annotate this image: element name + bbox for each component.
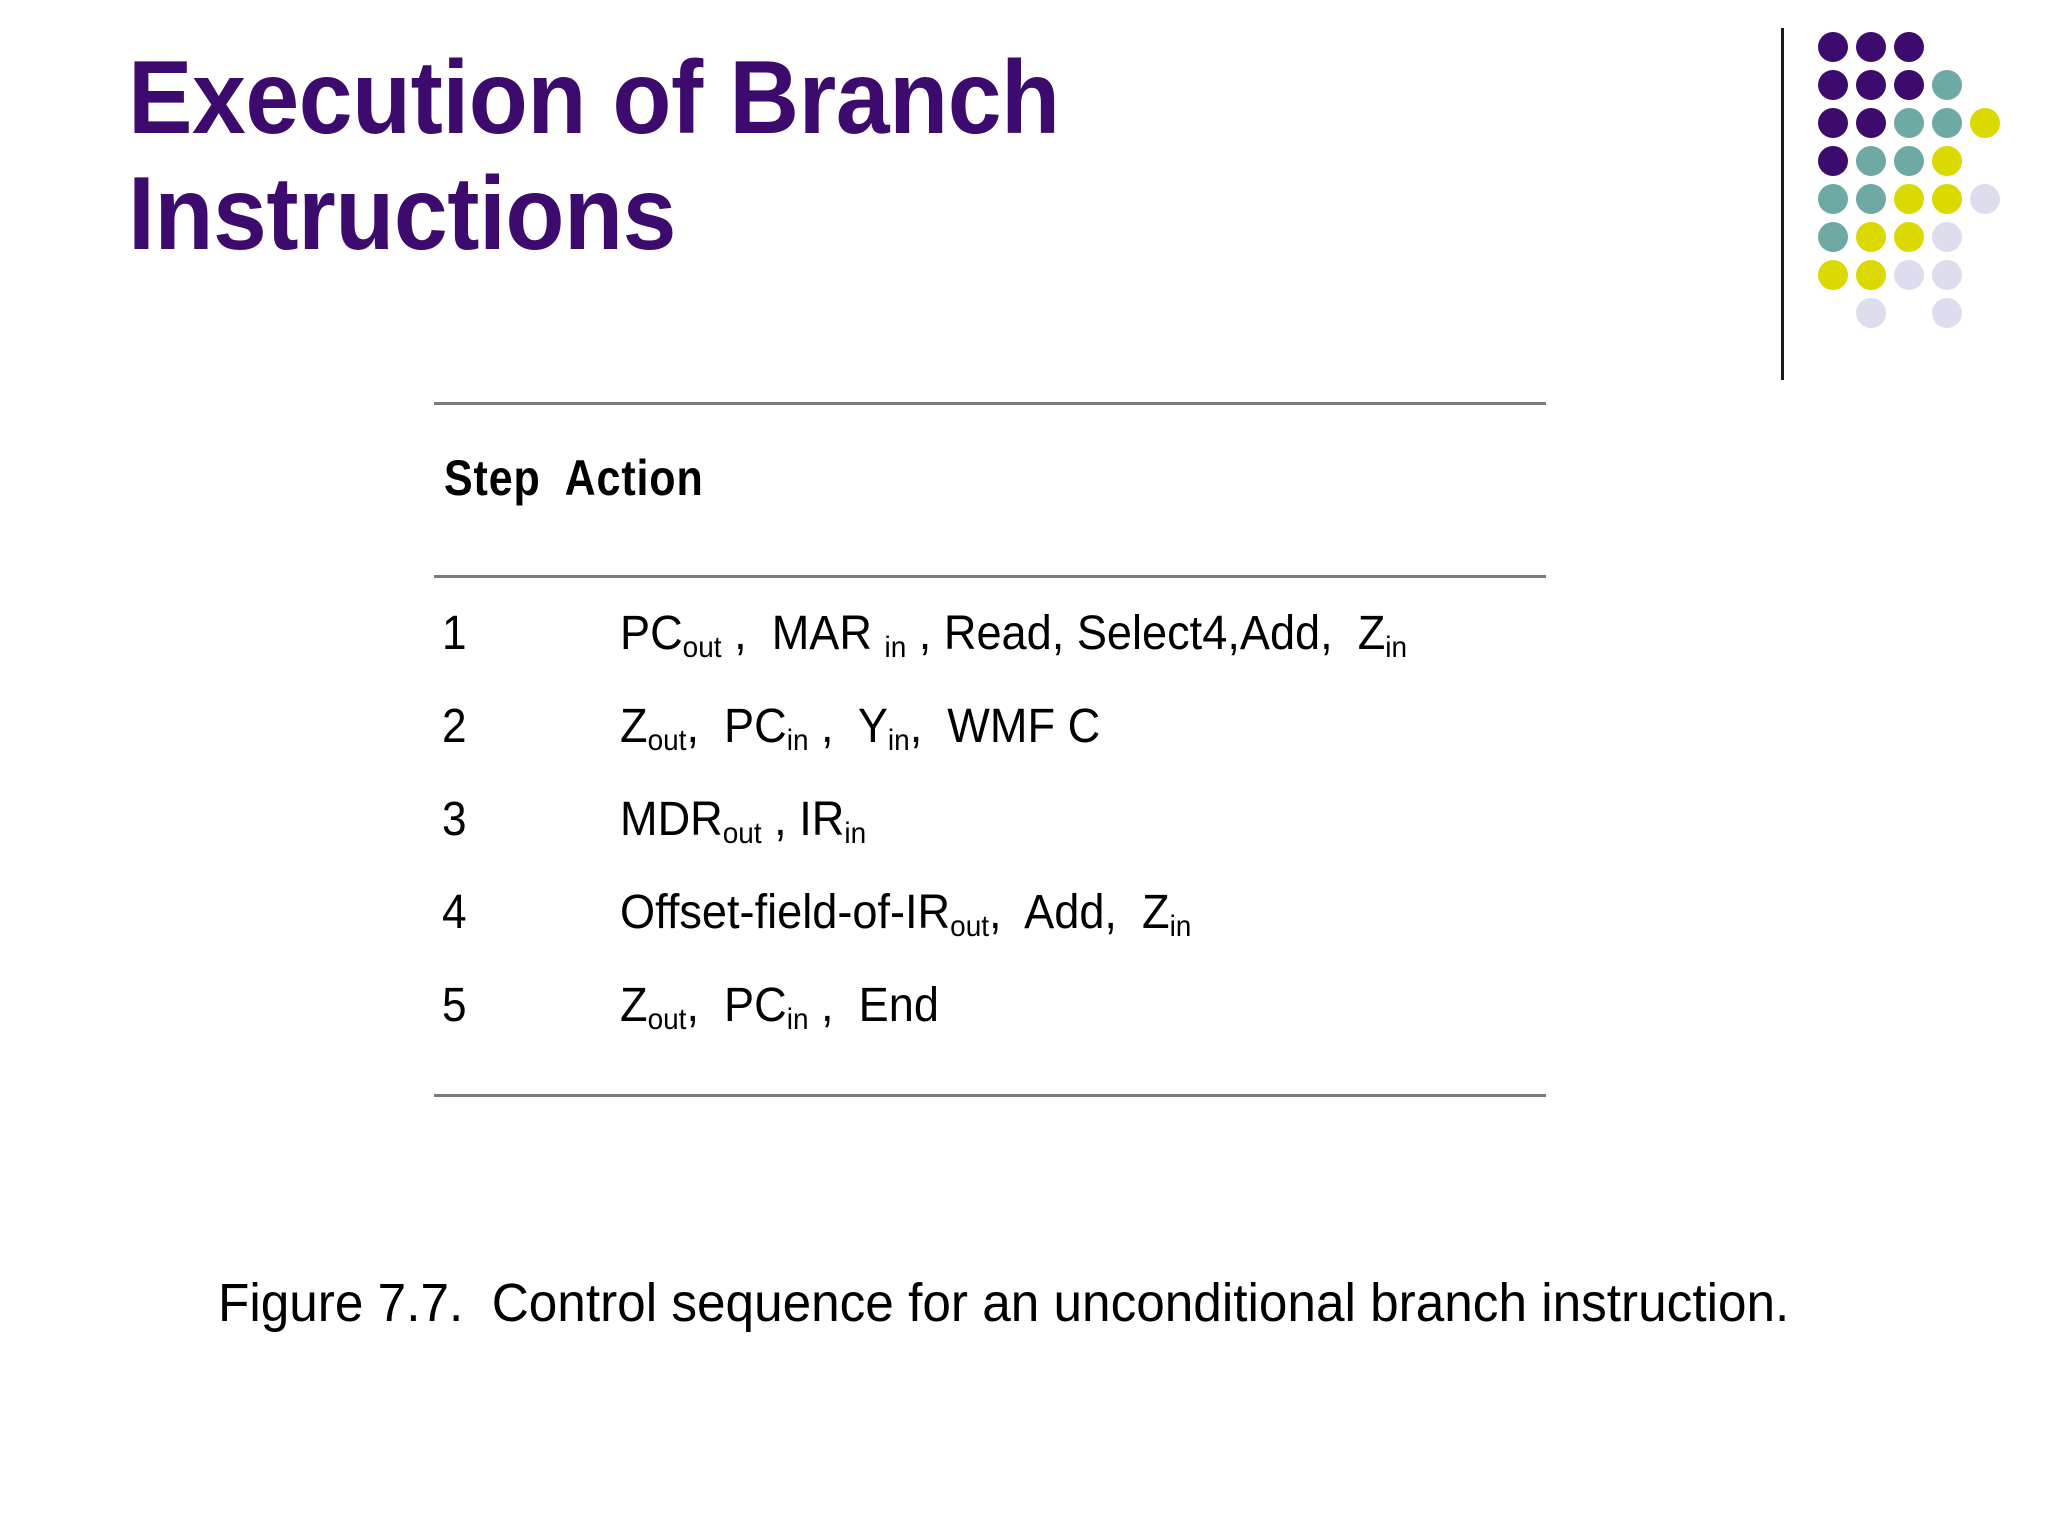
figure-caption: Figure 7.7. Control sequence for an unco… [218,1273,1790,1333]
logo-dot-teal [1932,70,1962,100]
table-rule-bottom [434,1094,1546,1097]
logo-divider-line [1781,28,1784,380]
action-subscript: out [722,816,762,850]
logo-dot-yellow [1970,108,2000,138]
action-subscript: in [1385,630,1408,664]
dot-matrix-logo-icon [1818,32,2038,372]
action-subscript: out [682,630,722,664]
logo-dot-teal [1818,222,1848,252]
action-text: Z [620,700,648,753]
action-text: PC [620,607,683,660]
action-text: Z [620,979,648,1032]
action-text: , Y [808,700,888,753]
logo-dot-purple [1856,32,1886,62]
table-header-label: Step Action [444,450,704,506]
action-subscript: in [884,630,907,664]
table-rule-top [434,402,1546,405]
logo-dot-lavender [1932,222,1962,252]
table-cell-action: MDRout , IRin [620,792,867,850]
table-cell-step: 5 [442,979,467,1032]
logo-dot-yellow [1894,222,1924,252]
logo-dot-purple [1856,108,1886,138]
logo-dot-purple [1818,108,1848,138]
table-cell-action: Zout, PCin , End [620,978,939,1036]
table-rule-middle [434,575,1546,578]
action-text: , MAR [721,607,885,660]
table-cell-step: 4 [442,886,467,939]
action-text: Offset-field-of-IR [620,886,951,939]
table-row: 3 MDRout , IRin [434,786,1546,879]
logo-dot-teal [1894,108,1924,138]
logo-dot-yellow [1932,184,1962,214]
logo-dot-lavender [1970,184,2000,214]
action-text: , PC [686,700,787,753]
table-cell-action: Zout, PCin , Yin, WMF C [620,699,1101,757]
logo-block [1770,20,2048,390]
action-text: , IR [761,793,845,846]
action-subscript: in [844,816,867,850]
logo-dot-purple [1818,146,1848,176]
logo-dot-yellow [1856,260,1886,290]
table-row: 4 Offset-field-of-IRout, Add, Zin [434,879,1546,972]
logo-dot-teal [1856,184,1886,214]
logo-dot-teal [1818,184,1848,214]
action-subscript: in [786,723,809,757]
logo-dot-teal [1856,146,1886,176]
logo-dot-purple [1818,32,1848,62]
logo-dot-purple [1818,70,1848,100]
logo-dot-purple [1856,70,1886,100]
logo-dot-purple [1894,32,1924,62]
logo-dot-lavender [1932,260,1962,290]
logo-dot-yellow [1894,184,1924,214]
action-subscript: in [887,723,910,757]
action-text: , WMF C [909,700,1101,753]
logo-dot-yellow [1818,260,1848,290]
logo-dot-yellow [1932,146,1962,176]
action-subscript: out [647,723,687,757]
action-text: , PC [686,979,787,1032]
table-cell-action: Offset-field-of-IRout, Add, Zin [620,885,1192,943]
logo-dot-lavender [1894,260,1924,290]
table-cell-step: 2 [442,700,467,753]
action-text: , Add, Z [989,886,1170,939]
table-cell-action: PCout , MAR in , Read, Select4,Add, Zin [620,606,1408,664]
table-row: 5 Zout, PCin , End [434,972,1546,1065]
action-text: , End [808,979,939,1032]
action-subscript: in [1169,909,1192,943]
table-cell-step: 1 [442,607,467,660]
action-text: , Read, Select4,Add, Z [906,607,1386,660]
table-cell-step: 3 [442,793,467,846]
logo-dot-teal [1932,108,1962,138]
logo-dot-lavender [1932,298,1962,328]
table-header-row: Step Action [434,405,1546,575]
logo-dot-lavender [1856,298,1886,328]
logo-dot-teal [1894,146,1924,176]
table-row: 1 PCout , MAR in , Read, Select4,Add, Zin [434,600,1546,693]
logo-dot-yellow [1856,222,1886,252]
action-subscript: out [647,1002,687,1036]
page-title: Execution of Branch Instructions [128,40,1060,273]
action-text: MDR [620,793,723,846]
action-subscript: out [950,909,990,943]
logo-dot-purple [1894,70,1924,100]
action-subscript: in [786,1002,809,1036]
